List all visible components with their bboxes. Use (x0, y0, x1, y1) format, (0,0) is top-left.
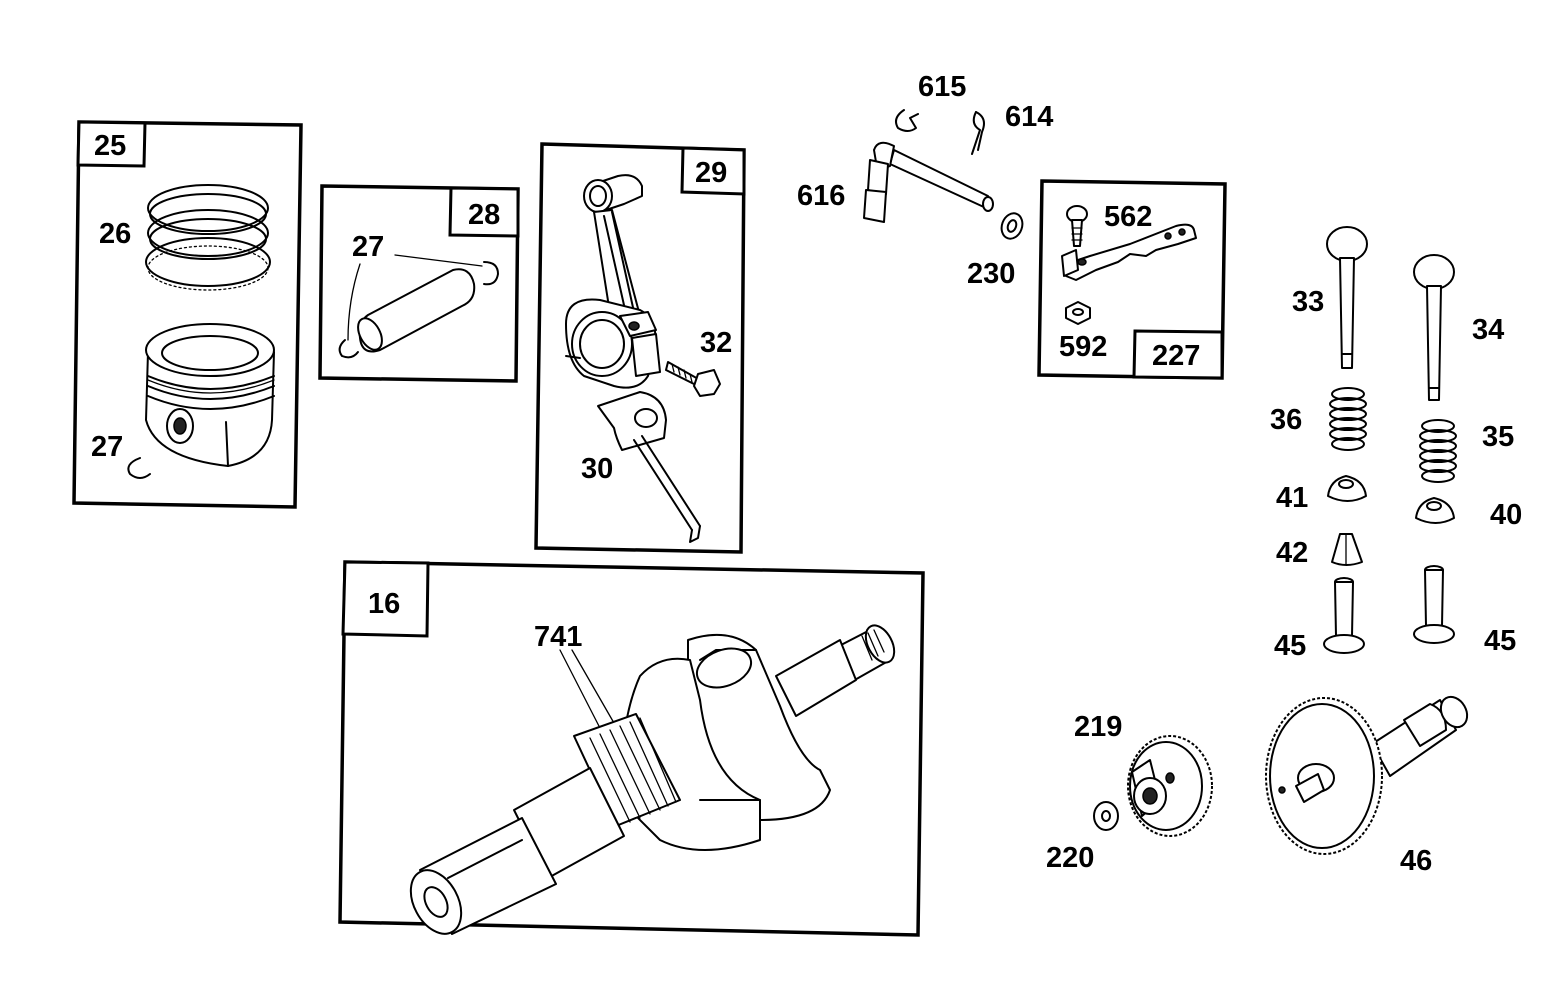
callout-46: 46 (1400, 845, 1432, 877)
camshaft-group-46: 46 (1265, 695, 1469, 877)
governor-shaft-group: 615 614 616 230 (797, 71, 1053, 290)
connecting-rod (565, 174, 661, 389)
valve-keeper-42 (1331, 533, 1363, 566)
callout-33: 33 (1292, 286, 1324, 318)
retainer-clip-27-left (127, 457, 151, 479)
group-box-25: 25 26 27 (72, 120, 303, 509)
callout-45-right: 45 (1484, 625, 1516, 657)
tappet-45-left (1323, 577, 1365, 654)
group-box-28: 28 27 (318, 184, 520, 383)
group-box-29: 29 32 30 (534, 142, 746, 554)
gear-group-219: 219 220 (1046, 711, 1213, 874)
callout-26: 26 (99, 218, 131, 250)
retainer-clip-27-lower (338, 339, 359, 359)
callout-592: 592 (1059, 331, 1107, 363)
valve-spring-35 (1419, 419, 1457, 483)
spring-retainer-41 (1327, 475, 1367, 502)
camshaft-46 (1265, 695, 1469, 855)
callout-42: 42 (1276, 537, 1308, 569)
callout-30: 30 (581, 453, 613, 485)
tab-box-28 (448, 186, 520, 238)
wrist-pin (357, 268, 476, 353)
retainer-clip-27-right (483, 261, 499, 286)
intake-valve-33 (1326, 226, 1368, 369)
callout-562: 562 (1104, 201, 1152, 233)
screw-562 (1066, 205, 1088, 247)
callout-615: 615 (918, 71, 966, 103)
tab-box-16 (341, 560, 430, 638)
hitch-pin-614 (971, 111, 985, 155)
callout-219: 219 (1074, 711, 1122, 743)
frame-box-29 (534, 142, 746, 554)
frame-box-16 (338, 560, 925, 937)
washer-230 (1000, 212, 1024, 240)
e-clip-615 (895, 109, 919, 132)
governor-shaft-616 (863, 141, 994, 223)
group-box-16: 16 741 (338, 560, 925, 937)
callout-40: 40 (1490, 499, 1522, 531)
tab-box-25 (76, 120, 147, 168)
callout-35: 35 (1482, 421, 1514, 453)
label-box-28: 28 (468, 199, 500, 231)
spring-retainer-40 (1415, 497, 1455, 524)
callout-36: 36 (1270, 404, 1302, 436)
callout-230: 230 (967, 258, 1015, 290)
label-box-29: 29 (695, 157, 727, 189)
oil-dipper-30 (597, 391, 701, 543)
callout-45-left: 45 (1274, 630, 1306, 662)
nut-592 (1065, 301, 1091, 325)
label-box-25: 25 (94, 130, 126, 162)
piston-rings (145, 184, 271, 291)
callout-741: 741 (534, 621, 582, 653)
exhaust-valve-34 (1413, 254, 1455, 401)
callout-27-left: 27 (91, 431, 123, 463)
connecting-rod-bolt-32 (665, 361, 721, 397)
callout-614: 614 (1005, 101, 1053, 133)
valve-train-group: 33 34 36 35 41 (1270, 226, 1522, 662)
label-box-227: 227 (1152, 340, 1200, 372)
callout-616: 616 (797, 180, 845, 212)
callout-32: 32 (700, 327, 732, 359)
label-box-16: 16 (368, 588, 400, 620)
callout-34: 34 (1472, 314, 1504, 346)
frame-box-25 (72, 120, 303, 509)
crankshaft (409, 624, 896, 935)
piston (145, 323, 275, 467)
washer-220 (1093, 801, 1119, 831)
tab-box-227 (1132, 329, 1224, 380)
tappet-45-right (1413, 565, 1455, 644)
governor-lever (1061, 223, 1197, 281)
callout-27-box28: 27 (352, 231, 384, 263)
valve-spring-36 (1329, 387, 1367, 451)
callout-41: 41 (1276, 482, 1308, 514)
tab-box-29 (680, 146, 746, 196)
group-box-227: 227 562 592 (1037, 179, 1227, 380)
callout-220: 220 (1046, 842, 1094, 874)
balance-gear-219 (1127, 735, 1213, 837)
